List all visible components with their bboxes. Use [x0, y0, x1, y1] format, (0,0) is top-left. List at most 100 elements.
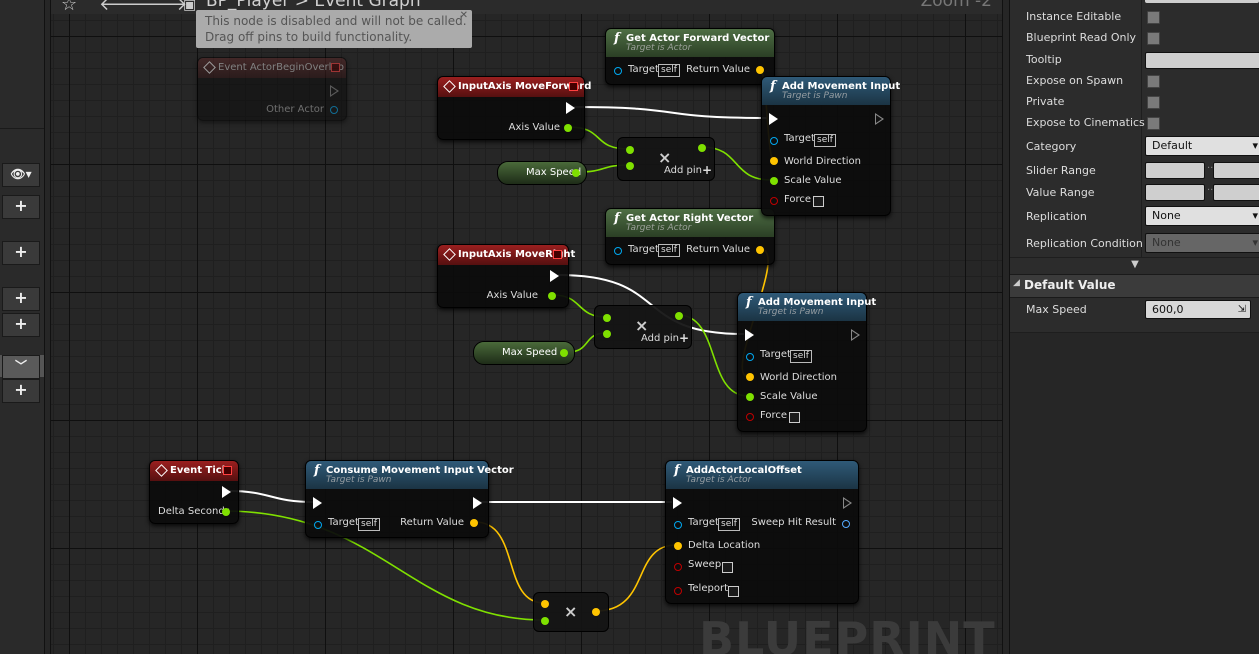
node-get-actor-right-vector[interactable]: f Get Actor Right Vector Target is Actor… — [605, 208, 775, 265]
node-input-axis-moveright[interactable]: InputAxis MoveRight Axis Value — [437, 244, 575, 308]
vector-in-pin[interactable] — [746, 373, 754, 381]
expose-on-spawn-checkbox[interactable] — [1147, 75, 1160, 88]
plus-icon[interactable]: + — [702, 163, 713, 177]
vector-out-pin[interactable] — [756, 246, 764, 254]
bool-in-pin[interactable] — [674, 587, 682, 595]
force-checkbox[interactable] — [789, 412, 800, 423]
node-multiply[interactable]: × Add pin + — [594, 305, 692, 349]
eye-visibility-icon[interactable]: 👁▾ — [2, 163, 40, 187]
float-in-pin[interactable] — [541, 617, 549, 625]
float-out-pin[interactable] — [564, 124, 572, 132]
vector-in-pin[interactable] — [770, 157, 778, 165]
value-range-min[interactable] — [1145, 184, 1205, 201]
node-input-axis-moveforward[interactable]: InputAxis MoveForward Axis Value — [437, 76, 591, 140]
float-out-pin[interactable] — [698, 144, 706, 152]
exec-out-pin[interactable] — [473, 497, 482, 509]
vector-in-pin[interactable] — [674, 542, 682, 550]
bool-in-pin[interactable] — [674, 563, 682, 571]
add-pin-button[interactable]: Add pin — [641, 333, 680, 344]
exec-out-pin[interactable] — [550, 270, 559, 282]
exec-in-pin[interactable] — [673, 497, 682, 509]
exec-out-pin[interactable] — [566, 102, 575, 114]
object-pin[interactable] — [314, 521, 322, 529]
add-pin-button[interactable]: Add pin — [664, 165, 703, 176]
object-pin[interactable] — [746, 353, 754, 361]
node-event-tick[interactable]: Event Tick Delta Seconds — [149, 460, 239, 524]
variable-get-max-speed[interactable]: Max Speed — [497, 161, 587, 185]
expose-cinematics-checkbox[interactable] — [1147, 117, 1160, 130]
object-pin[interactable] — [770, 137, 778, 145]
node-add-movement-input[interactable]: f Add Movement Input Target is Pawn Targ… — [761, 76, 900, 216]
variable-get-max-speed[interactable]: Max Speed — [473, 341, 575, 365]
object-pin[interactable] — [674, 521, 682, 529]
exec-out-pin[interactable] — [851, 329, 860, 341]
node-event-begin-overlap[interactable]: Event ActorBeginOverlap Other Actor — [197, 57, 347, 121]
sweep-checkbox[interactable] — [722, 562, 733, 573]
event-graph-canvas[interactable]: ☆ 🡐 🡒 ▣ BP_Player > Event Graph Zoom -2 … — [50, 0, 1003, 654]
star-icon[interactable]: ☆ — [61, 0, 78, 15]
float-in-pin[interactable] — [603, 330, 611, 338]
name-field[interactable] — [1145, 0, 1259, 3]
slider-range-min[interactable] — [1145, 162, 1205, 179]
float-in-pin[interactable] — [603, 314, 611, 322]
slider-range-max[interactable] — [1213, 162, 1259, 179]
node-get-actor-forward-vector[interactable]: f Get Actor Forward Vector Target is Act… — [605, 28, 775, 85]
add-button[interactable]: + — [2, 241, 40, 265]
object-pin[interactable] — [614, 247, 622, 255]
exec-out-pin[interactable] — [843, 497, 852, 509]
value-range-max[interactable] — [1213, 184, 1259, 201]
exec-in-pin[interactable] — [745, 329, 754, 341]
node-multiply-vector[interactable]: × — [533, 592, 609, 632]
node-multiply[interactable]: × Add pin + — [617, 137, 715, 181]
node-add-movement-input[interactable]: f Add Movement Input Target is Pawn Targ… — [737, 292, 876, 432]
force-checkbox[interactable] — [813, 196, 824, 207]
object-pin[interactable] — [614, 67, 622, 75]
float-in-pin[interactable] — [746, 393, 754, 401]
back-arrow-icon[interactable]: 🡐 — [99, 0, 148, 15]
private-checkbox[interactable] — [1147, 96, 1160, 109]
close-icon[interactable]: ✕ — [459, 10, 468, 21]
float-in-pin[interactable] — [626, 146, 634, 154]
drag-arrows-icon[interactable]: ⇲ — [1237, 304, 1246, 315]
add-button[interactable]: + — [2, 379, 40, 403]
forward-arrow-icon[interactable]: 🡒 — [139, 0, 188, 15]
breadcrumb[interactable]: BP_Player > Event Graph — [206, 0, 421, 11]
bool-in-pin[interactable] — [746, 413, 754, 421]
vector-out-pin[interactable] — [756, 66, 764, 74]
add-button[interactable]: + — [2, 313, 40, 337]
bool-in-pin[interactable] — [770, 197, 778, 205]
float-out-pin[interactable] — [222, 508, 230, 516]
instance-editable-checkbox[interactable] — [1147, 11, 1160, 24]
node-consume-movement-input-vector[interactable]: f Consume Movement Input Vector Target i… — [305, 460, 514, 538]
vector-in-pin[interactable] — [541, 600, 549, 608]
teleport-checkbox[interactable] — [728, 586, 739, 597]
float-out-pin[interactable] — [675, 312, 683, 320]
add-button[interactable]: + — [2, 195, 40, 219]
tooltip-field[interactable] — [1145, 52, 1259, 69]
chevron-down-icon[interactable]: ﹀ — [2, 355, 40, 379]
float-in-pin[interactable] — [626, 162, 634, 170]
float-in-pin[interactable] — [770, 177, 778, 185]
exec-out-pin[interactable] — [222, 486, 231, 498]
exec-out-pin[interactable] — [875, 113, 884, 125]
vector-out-pin[interactable] — [470, 519, 478, 527]
replication-dropdown[interactable]: None ▾ — [1145, 206, 1259, 226]
default-value-section-header[interactable]: ◢ Default Value — [1010, 274, 1259, 298]
float-out-pin[interactable] — [548, 292, 556, 300]
exec-in-pin[interactable] — [769, 113, 778, 125]
add-button[interactable]: + — [2, 287, 40, 311]
exec-in-pin[interactable] — [313, 497, 322, 509]
blueprint-icon: ▣ — [183, 0, 197, 13]
advanced-expand-arrow[interactable]: ▼ — [1010, 257, 1259, 272]
struct-out-pin[interactable] — [842, 520, 850, 528]
category-dropdown[interactable]: Default ▾ — [1145, 136, 1259, 156]
float-out-pin[interactable] — [572, 169, 580, 177]
float-out-pin[interactable] — [560, 349, 568, 357]
object-pin[interactable] — [330, 106, 338, 114]
node-add-actor-local-offset[interactable]: f AddActorLocalOffset Target is Actor Ta… — [665, 460, 859, 604]
vector-out-pin[interactable] — [592, 608, 600, 616]
read-only-checkbox[interactable] — [1147, 32, 1160, 45]
plus-icon[interactable]: + — [679, 331, 690, 345]
max-speed-input[interactable]: 600,0 ⇲ — [1145, 300, 1251, 319]
exec-out-pin[interactable] — [330, 85, 339, 97]
